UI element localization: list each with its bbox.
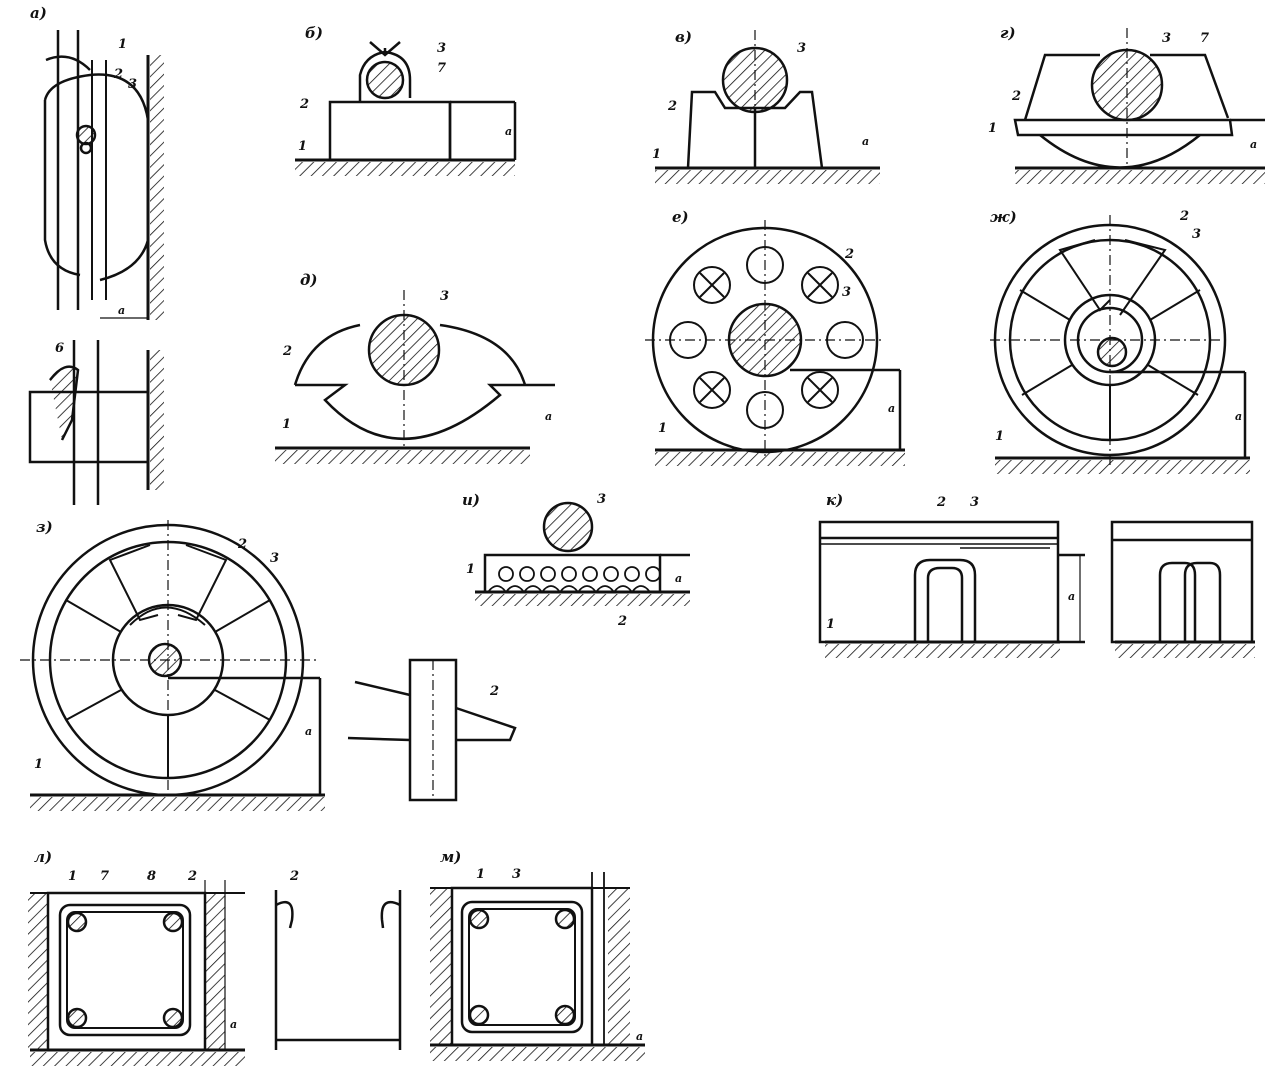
panel-l-callout-6: 7 [100,869,109,884]
panel-zh: ж) 2 3 1 а [990,208,1250,474]
panel-i-callout-1: 1 [466,562,475,577]
panel-k-callout-2: 2 [936,495,946,510]
panel-b: б) 3 7 2 1 а [295,24,517,176]
panel-v-dim: а [862,135,869,148]
panel-k-letter: к) [826,491,843,509]
panel-a-dim: а [118,304,125,317]
panel-b-callout-1: 1 [298,139,307,154]
panel-v-callout-3: 3 [797,41,806,56]
panel-z-dim: а [305,725,312,738]
panel-m-dim: а [636,1030,643,1043]
panel-v-letter: в) [675,28,692,46]
panel-z-letter: з) [36,518,53,536]
panel-b-dim: а [505,125,512,138]
panel-a: а) а 1 2 3 [30,4,164,320]
panel-k-callout-1: 1 [826,617,835,632]
panel-e: е) 2 3 1 а [645,208,905,466]
panel-g-dim: а [1250,138,1257,151]
panel-zh-callout-2: 2 [1179,209,1189,224]
panel-a-callout-3: 3 [128,77,137,92]
panel-k-dim: а [1068,590,1075,603]
panel-l-dim: а [230,1018,237,1031]
panel-z-callout-3: 3 [270,551,279,566]
panel-k-callout-3: 3 [970,495,979,510]
panel-zh-callout-1: 1 [995,429,1004,444]
panel-g-callout-6: 7 [1200,31,1209,46]
panel-i: и) 3 1 2 а [462,491,690,629]
panel-z-callout-2: 2 [237,537,247,552]
panel-i-letter: и) [462,491,480,509]
panel-l: л) 1 7 8 2 а [28,848,245,1066]
panel-b-callout-3: 3 [437,41,446,56]
panel-e-callout-1: 1 [658,421,667,436]
panel-a-callout-2: 2 [113,67,123,82]
panel-g-callout-3: 3 [1162,31,1171,46]
panel-z: з) 2 3 1 а [20,518,325,811]
panel-e-letter: е) [672,208,689,226]
panel-a-callout-1: 1 [118,37,127,52]
panel-l-callout-2: 2 [187,869,197,884]
panel-d-callout-1: 1 [282,417,291,432]
panel-a-letter: а) [30,4,47,22]
panel-k-side-view [1110,520,1255,658]
panel-zh-dim: а [1235,410,1242,423]
panel-zh-callout-3: 3 [1192,227,1201,242]
panel-z-side-callout-2: 2 [489,684,499,699]
panel-e-callout-2: 2 [844,247,854,262]
panel-zh-letter: ж) [990,208,1017,226]
panel-v-callout-2: 2 [667,99,677,114]
panel-g-callout-2: 2 [1011,89,1021,104]
panel-l-letter: л) [34,848,52,866]
panel-v: в) 3 2 1 а [652,28,880,184]
panel-d-letter: д) [300,271,318,289]
panel-i-callout-2: 2 [617,614,627,629]
panel-g: г) 3 7 2 1 а [988,24,1265,184]
panel-b-callout-2: 2 [299,97,309,112]
panel-m: м) 1 3 а [430,848,645,1061]
panel-b-callout-6: 7 [437,61,446,76]
panel-d-dim: а [545,410,552,423]
panel-g-callout-1: 1 [988,121,997,136]
panel-v-callout-1: 1 [652,147,661,162]
panel-e-callout-3: 3 [842,285,851,300]
panel-a-detail: 6 [28,340,164,505]
panel-l-callout-8: 8 [147,869,156,884]
panel-d: д) 3 2 1 а [275,271,555,464]
panel-g-letter: г) [1000,24,1016,42]
panel-d-callout-3: 3 [440,289,449,304]
panel-k: к) 2 3 1 а [818,491,1085,658]
panel-l-detail-callout-2: 2 [289,869,299,884]
panel-l-detail: 2 [274,869,402,1050]
panel-d-callout-2: 2 [282,344,292,359]
panel-a-callout-4: 6 [55,341,64,356]
panel-b-letter: б) [305,24,323,42]
panel-l-callout-1: 1 [68,869,77,884]
panel-i-callout-3: 3 [597,492,606,507]
panel-e-dim: а [888,402,895,415]
panel-i-dim: а [675,572,682,585]
panel-m-callout-1: 1 [476,867,485,882]
panel-m-callout-3: 3 [512,867,521,882]
panel-z-side-view: 2 [347,658,517,802]
panel-z-callout-1: 1 [34,757,43,772]
panel-m-letter: м) [440,848,461,866]
